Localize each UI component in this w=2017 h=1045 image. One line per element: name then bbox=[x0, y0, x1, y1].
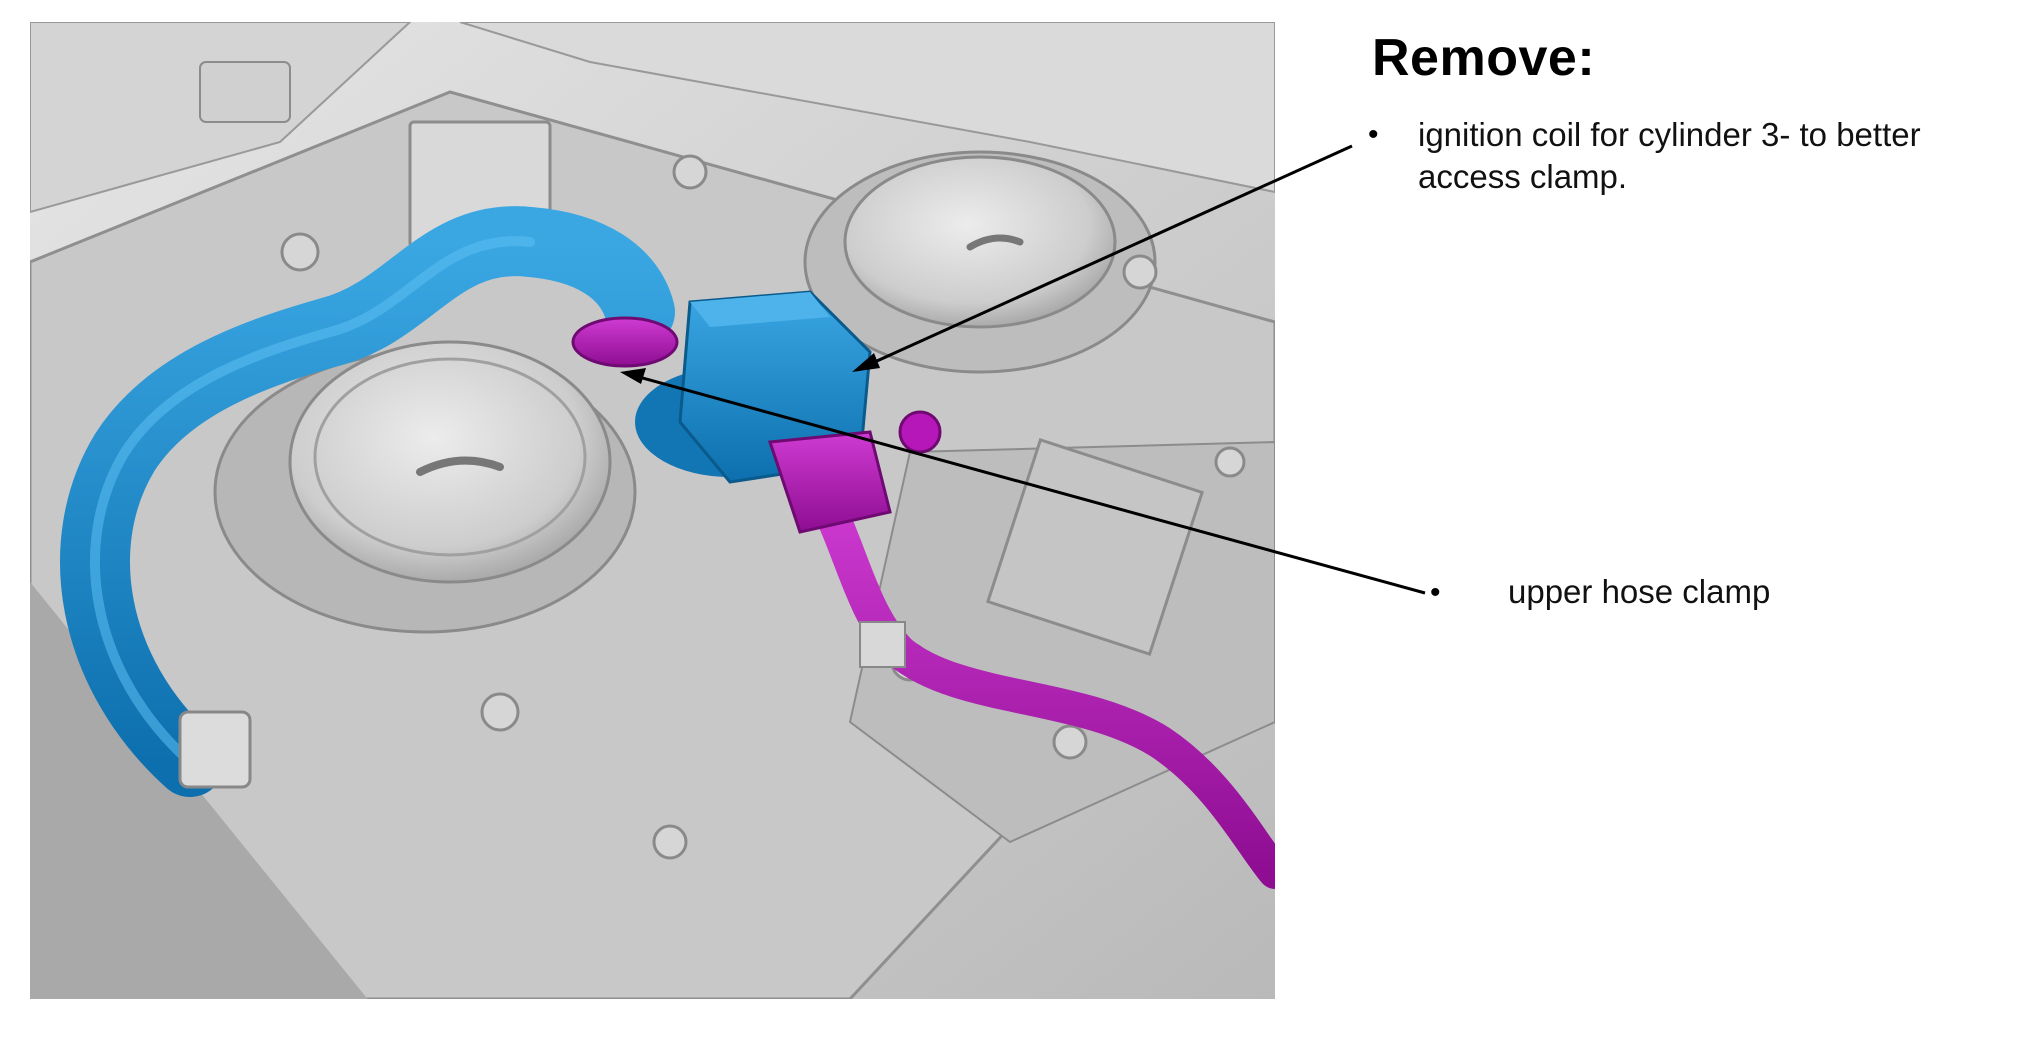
callout-ignition-coil: ignition coil for cylinder 3- to better … bbox=[1418, 114, 2017, 198]
engine-illustration bbox=[30, 22, 1275, 999]
coil-tower-front bbox=[213, 340, 637, 634]
callout-coil-line1: ignition coil for cylinder 3- to better bbox=[1418, 116, 1921, 153]
hose-connector bbox=[178, 710, 252, 789]
bullet-coil: • bbox=[1368, 118, 1379, 151]
bracket bbox=[199, 61, 291, 123]
upper-hose-clamp bbox=[571, 316, 679, 368]
bullet-clamp: • bbox=[1430, 576, 1441, 609]
connector-clip bbox=[898, 410, 942, 454]
callout-upper-hose-clamp: upper hose clamp bbox=[1508, 573, 1771, 610]
procedure-heading: Remove: bbox=[1372, 29, 1596, 87]
harness-clip bbox=[859, 621, 906, 668]
callout-coil-line2: access clamp. bbox=[1418, 158, 1628, 195]
